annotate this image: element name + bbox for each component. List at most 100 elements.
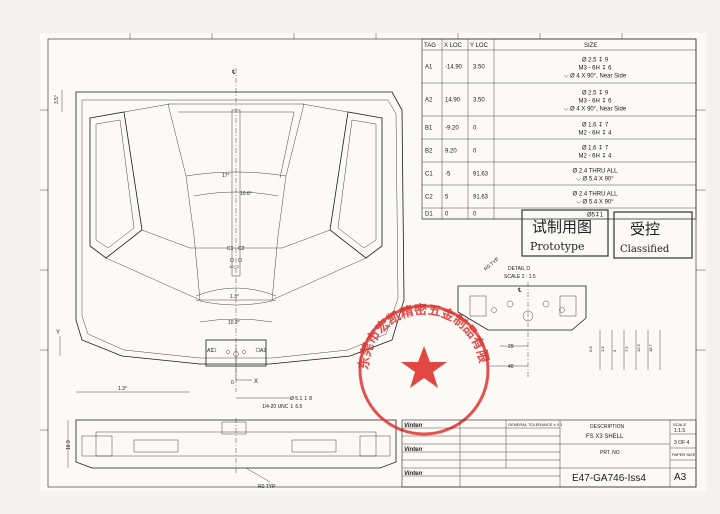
table-cell-size: ⌵ Ø 4 X 90°, Near Side bbox=[564, 74, 627, 80]
table-cell-size: Ø 2.5 ↧ 9 bbox=[582, 90, 609, 97]
table-cell-size: M2 - 6H ↧ 4 bbox=[578, 153, 612, 160]
tolerance-note: GENERAL TOLERANCE ± 0.1 bbox=[508, 422, 563, 427]
detail-dim-3: 3 bbox=[612, 349, 617, 352]
paper-size-value: A3 bbox=[674, 472, 687, 483]
table-cell-x: 5 bbox=[445, 195, 449, 201]
table-cell-x: -9.20 bbox=[445, 126, 459, 132]
drawing-frame bbox=[40, 33, 706, 488]
prototype-en: Prototype bbox=[530, 240, 585, 253]
table-cell-size: Ø 1.6 ↧ 7 bbox=[582, 145, 609, 152]
label-c1: C1 bbox=[227, 246, 234, 252]
left-window bbox=[89, 111, 143, 259]
detail-dim-12-5: 12.5 bbox=[636, 343, 641, 352]
detail-dim-7-9: 7.9 bbox=[624, 346, 629, 352]
part-no-label: PRT. NO bbox=[600, 450, 620, 456]
table-cell-size: ⌵ Ø 4 X 90°, Near Side bbox=[564, 107, 627, 113]
logo-mid: Vinten bbox=[404, 447, 422, 453]
svg-text:10 | 2: 10 | 2 bbox=[229, 264, 240, 269]
centerline-symbol: ℄ bbox=[231, 70, 236, 76]
logo-top: Vinten bbox=[404, 423, 422, 429]
detail-dim-40: 40 bbox=[508, 364, 514, 370]
svg-text:℄: ℄ bbox=[517, 288, 522, 294]
table-cell-tag: A1 bbox=[425, 65, 433, 71]
table-cell-y: 3.50 bbox=[473, 65, 485, 71]
table-cell-tag: C1 bbox=[425, 172, 433, 178]
scale-label: SCALE bbox=[673, 422, 686, 427]
detail-scale: SCALE 2 : 1.5 bbox=[504, 274, 536, 280]
table-cell-tag: A2 bbox=[425, 98, 433, 104]
origin-label: 0 bbox=[231, 380, 234, 386]
classified-cn: 受控 bbox=[630, 220, 660, 238]
scale-value: 1:1.5 bbox=[674, 428, 685, 434]
table-cell-size: Ø 2.4 THRU ALL bbox=[573, 169, 619, 175]
table-cell-x: -5 bbox=[445, 172, 451, 178]
label-a1: A1 bbox=[207, 348, 213, 354]
angle-10-6: 10.6° bbox=[240, 191, 252, 197]
table-cell-tag: C2 bbox=[425, 195, 433, 201]
detail-dim-29: 29 bbox=[508, 344, 514, 350]
table-cell-y: 91.63 bbox=[473, 172, 489, 178]
bottom-note: R0 TYP bbox=[258, 484, 276, 490]
main-view: ℄ 17° 10.6° 1.3° 10.2° C bbox=[54, 68, 405, 410]
table-cell-size: ⌵ Ø 5.4 X 90° bbox=[576, 177, 614, 183]
classified-stamp: 受控 Classified bbox=[613, 211, 693, 259]
hole-note-1: Ø 5.1 ↧ 8 bbox=[290, 396, 312, 402]
part-no-value: E47-GA746-Iss4 bbox=[572, 473, 646, 484]
table-cell-size: M3 - 6H ↧ 6 bbox=[578, 98, 612, 105]
table-cell-size: M2 - 6H ↧ 4 bbox=[578, 130, 612, 137]
table-header: TAG bbox=[424, 43, 436, 49]
shell-outline bbox=[75, 91, 405, 365]
side-outline bbox=[75, 419, 397, 469]
table-cell-x: 14.90 bbox=[445, 98, 461, 104]
classified-en: Classified bbox=[620, 244, 670, 255]
dim-bottom-angle: 1.3° bbox=[118, 386, 127, 392]
table-header: SIZE bbox=[584, 43, 597, 49]
table-cell-size: ⌵ Ø 5.4 X 90° bbox=[576, 200, 614, 206]
table-header: X LOC bbox=[444, 43, 463, 49]
label-a2: A2 bbox=[260, 348, 266, 354]
table-cell-size: M3 - 6H ↧ 6 bbox=[578, 65, 612, 72]
dim-side-angle: 3.5° bbox=[54, 95, 60, 104]
side-view: 18.9 R0 TYP bbox=[66, 418, 397, 490]
table-cell-size: Ø 2.4 THRU ALL bbox=[573, 192, 619, 198]
paper-size-label: PAPER SIZE bbox=[672, 452, 696, 457]
table-cell-x: 9.20 bbox=[445, 149, 457, 155]
prototype-stamp: 试制用图 Prototype bbox=[521, 209, 609, 257]
table-header: Y LOC bbox=[470, 43, 489, 49]
table-cell-size: Ø5↧1 bbox=[587, 212, 604, 219]
table-cell-size: Ø 2.5 ↧ 9 bbox=[582, 57, 609, 64]
sheet-value: 3 OF 4 bbox=[674, 440, 690, 446]
right-window bbox=[329, 111, 383, 259]
table-cell-x: -14.90 bbox=[445, 65, 463, 71]
angle-17: 17° bbox=[222, 173, 230, 179]
detail-d: DETAIL D SCALE 2 : 1.5 R0.TYP ℄ 29 40 0.… bbox=[457, 256, 661, 378]
table-cell-tag: D1 bbox=[425, 212, 433, 218]
table-cell-tag: B2 bbox=[425, 149, 433, 155]
detail-outline bbox=[457, 285, 587, 331]
table-cell-size: Ø 1.6 ↧ 7 bbox=[582, 122, 609, 129]
seal-star-icon bbox=[401, 346, 447, 388]
dim-side-height: 18.9 bbox=[66, 440, 72, 450]
hole-note-2: 1/4-20 UNC ↧ 6.5 bbox=[262, 404, 303, 410]
detail-title: DETAIL D bbox=[508, 266, 530, 272]
table-cell-x: 0 bbox=[445, 212, 449, 218]
description-label: DESCRIPTION bbox=[590, 424, 625, 430]
center-slot bbox=[231, 109, 241, 277]
table-cell-y: 0 bbox=[473, 149, 477, 155]
table-cell-y: 3.50 bbox=[473, 98, 485, 104]
logo-bottom: Vinten bbox=[404, 471, 422, 477]
table-cell-y: 0 bbox=[473, 126, 477, 132]
label-c2: C2 bbox=[238, 246, 245, 252]
angle-1-3: 1.3° bbox=[230, 294, 239, 300]
angle-10-2: 10.2° bbox=[228, 320, 240, 326]
detail-dim-18-7: 18.7 bbox=[648, 343, 653, 352]
table-cell-tag: B1 bbox=[425, 126, 433, 132]
detail-dim-0-8: 0.8 bbox=[588, 346, 593, 352]
detail-dim-1-8: 1.8 bbox=[600, 346, 605, 352]
table-cell-y: 0 bbox=[473, 212, 477, 218]
prototype-cn: 试制用图 bbox=[532, 218, 592, 236]
title-block: Vinten Vinten Vinten GENERAL TOLERANCE ±… bbox=[401, 419, 697, 488]
